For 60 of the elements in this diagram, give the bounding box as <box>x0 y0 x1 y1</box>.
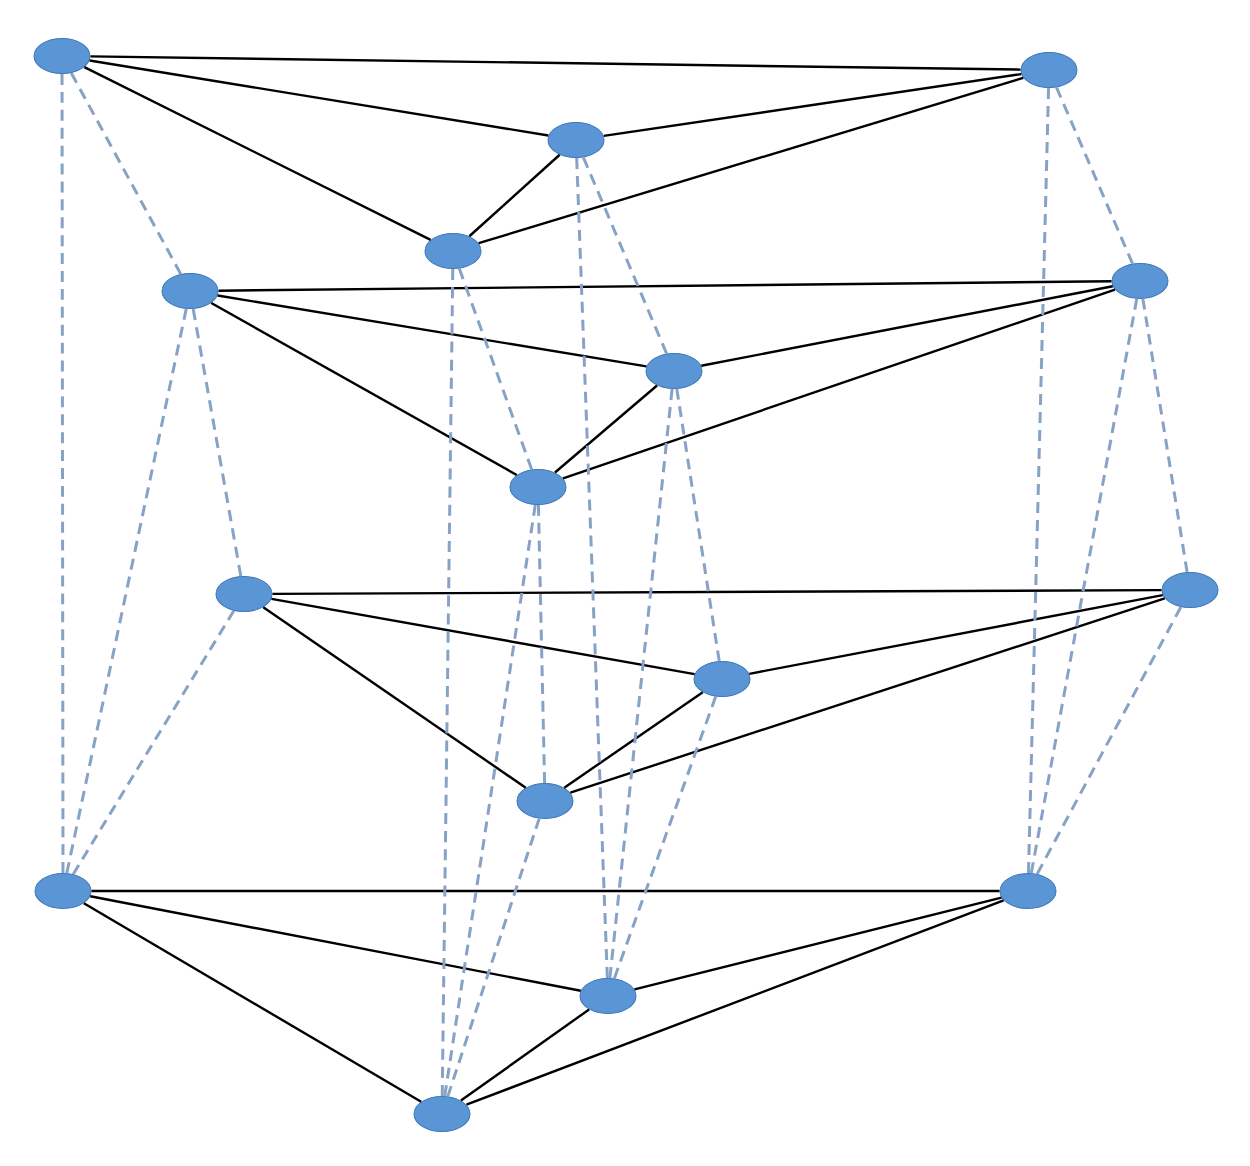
link-line <box>217 294 647 368</box>
network-node <box>509 469 567 505</box>
link-line <box>90 55 1021 71</box>
network-node <box>645 353 703 389</box>
link-line <box>272 588 1162 596</box>
dashed-link-line <box>575 157 609 979</box>
dashed-link-line <box>446 818 541 1097</box>
dashed-link-line <box>457 268 534 470</box>
link-line <box>83 66 432 241</box>
dashed-link-line <box>440 268 455 1096</box>
network-node <box>999 873 1057 909</box>
network-node <box>1020 52 1078 88</box>
dashed-link-line <box>1055 86 1134 265</box>
link-line <box>554 384 658 474</box>
link-line <box>91 889 1000 893</box>
network-node <box>1111 263 1169 299</box>
link-line <box>468 153 561 238</box>
link-line <box>749 594 1163 675</box>
link-line <box>83 902 422 1103</box>
link-line <box>90 895 581 992</box>
link-line <box>634 896 1002 991</box>
link-line <box>701 285 1113 367</box>
link-line <box>466 899 1005 1106</box>
link-line <box>478 76 1024 245</box>
network-node <box>413 1096 471 1132</box>
network-node <box>34 873 92 909</box>
link-line <box>271 597 695 676</box>
dashed-link-line <box>443 504 537 1097</box>
dashed-link-line <box>65 308 188 874</box>
dashed-link-line <box>608 388 674 979</box>
link-line <box>460 1008 590 1102</box>
link-line <box>569 597 1166 794</box>
link-line <box>89 59 549 137</box>
link-line <box>563 691 704 789</box>
network-node <box>579 978 637 1014</box>
link-line <box>562 288 1116 480</box>
dashed-link-line <box>536 504 547 784</box>
network-node <box>516 783 574 819</box>
dashed-link-line <box>675 388 721 662</box>
dashed-link-line <box>69 72 183 275</box>
network-node <box>547 122 605 158</box>
dashed-link-line <box>1035 606 1183 875</box>
network-node <box>215 576 273 612</box>
network-node <box>33 38 91 74</box>
link-line <box>218 280 1112 292</box>
dashed-link-line <box>191 308 243 577</box>
network-node <box>693 661 751 697</box>
dashed-link-line <box>71 610 236 875</box>
network-node <box>1161 572 1219 608</box>
dashed-link-line <box>1029 298 1139 874</box>
link-line <box>603 72 1022 138</box>
link-line <box>210 301 518 477</box>
link-line <box>262 606 527 789</box>
dashed-link-line <box>1141 298 1189 573</box>
dashed-link-line <box>1026 87 1051 874</box>
dashed-link-line <box>60 74 65 873</box>
dashed-link-line <box>582 156 668 355</box>
network-node <box>424 233 482 269</box>
network-node <box>161 273 219 309</box>
dashed-link-line <box>612 696 718 979</box>
